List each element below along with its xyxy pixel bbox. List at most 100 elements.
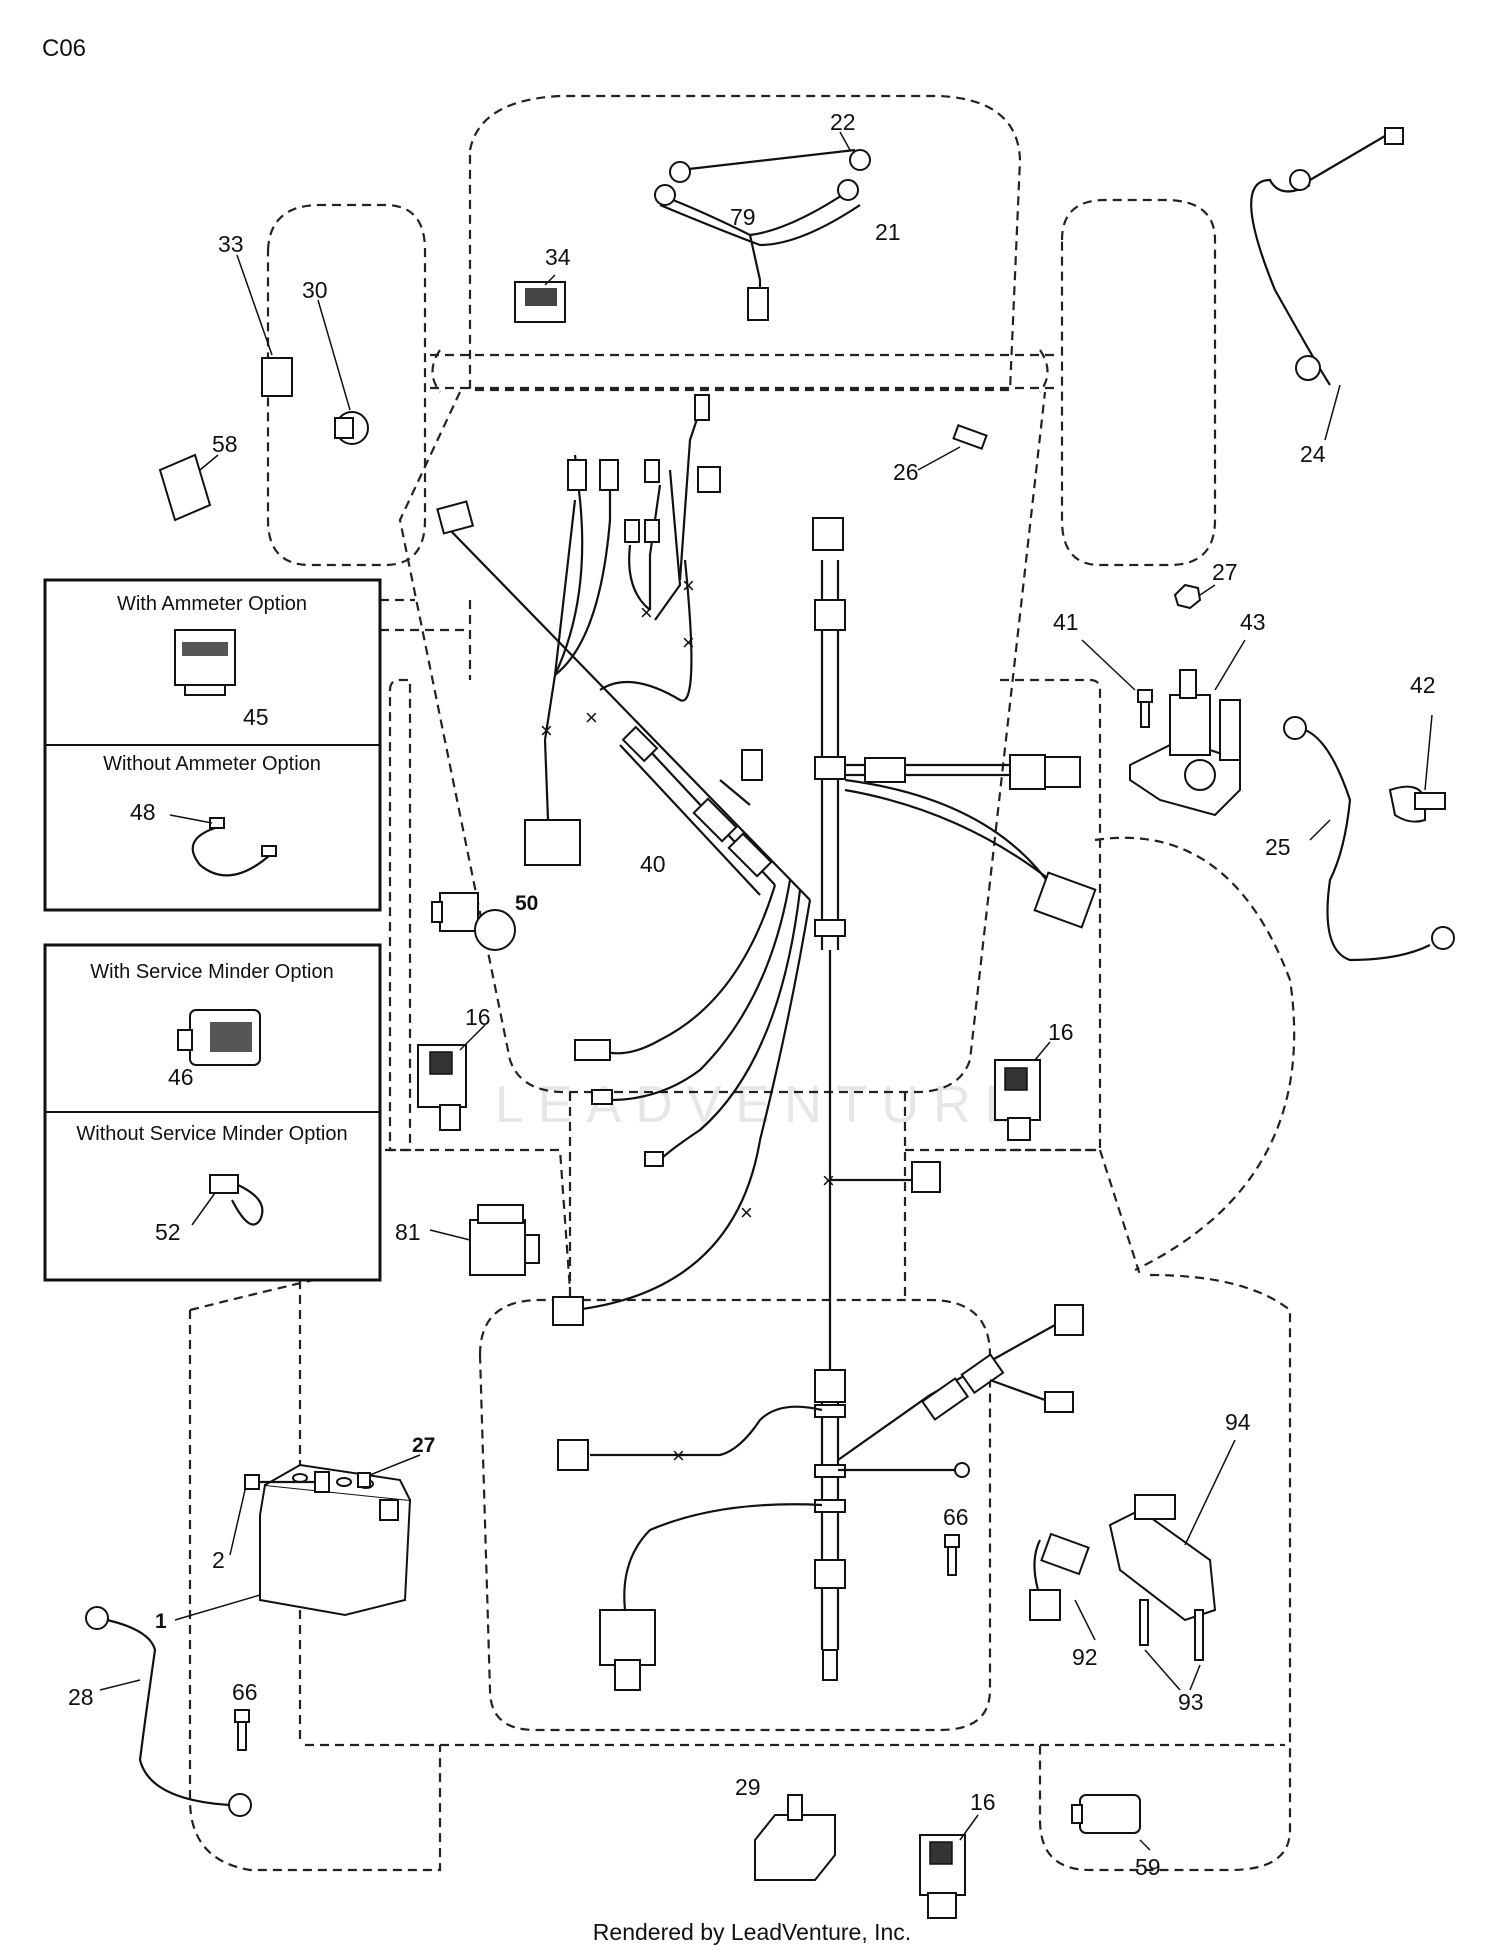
module-59-icon: [1071, 1794, 1151, 1851]
ammeter-icon: [174, 629, 236, 696]
screw-66b-icon: [944, 1534, 960, 1576]
mid-frame-lines: [385, 1148, 1100, 1291]
label-29: 29: [735, 1774, 761, 1800]
label-92: 92: [1072, 1644, 1098, 1670]
label-1: 1: [155, 1610, 167, 1633]
switch-16b-icon: [994, 1041, 1051, 1141]
splice-marks: × × × × × × × ×: [540, 573, 835, 1468]
center-body-outline: [398, 391, 1047, 1094]
lower-frame-lines: [298, 1130, 1142, 1745]
diagram-code: C06: [42, 35, 86, 62]
battery-cable-25-icon: [1283, 716, 1455, 962]
front-right-wheel-outline: [1060, 198, 1217, 567]
jumper-wire-icon: [169, 814, 277, 877]
screw-41-icon: [1081, 639, 1153, 728]
label-2: 2: [212, 1547, 225, 1573]
screws-93-icon: [1139, 1599, 1204, 1691]
switch-16c-icon: [919, 1814, 979, 1919]
switch-16a-icon: [417, 1024, 486, 1131]
headlight-assembly: [654, 131, 871, 321]
svg-text:×: ×: [682, 573, 695, 598]
label-27b: 27: [412, 1434, 435, 1457]
hood-outline: [468, 94, 1022, 392]
label-79: 79: [730, 204, 756, 230]
label-52: 52: [155, 1219, 181, 1245]
fuse-26-icon: [917, 424, 988, 471]
label-21: 21: [875, 219, 901, 245]
bolt-2-icon: [229, 1471, 330, 1556]
label-66a: 66: [232, 1679, 258, 1705]
svg-text:×: ×: [640, 600, 653, 625]
label-27a: 27: [1212, 559, 1238, 585]
service-jumper-icon: [191, 1174, 264, 1226]
label-16b: 16: [1048, 1019, 1074, 1045]
cover-58-icon: [158, 453, 219, 522]
label-46: 46: [168, 1064, 194, 1090]
axle-band-ends: [431, 349, 1049, 393]
without-service-minder-title: Without Service Minder Option: [76, 1123, 347, 1145]
module-94-icon: [1108, 1439, 1236, 1622]
label-81: 81: [395, 1219, 421, 1245]
right-side-panel: [1000, 678, 1102, 1152]
watermark: LEADVENTURE: [495, 1076, 1033, 1134]
label-50: 50: [515, 892, 538, 915]
nut-27-icon: [1173, 583, 1216, 610]
label-16c: 16: [970, 1789, 996, 1815]
label-58: 58: [212, 431, 238, 457]
relay-81-icon: [429, 1204, 540, 1276]
switch-29-icon: [754, 1794, 836, 1881]
screw-66a-icon: [234, 1709, 250, 1751]
label-28: 28: [68, 1684, 94, 1710]
label-94: 94: [1225, 1409, 1251, 1435]
svg-text:×: ×: [585, 705, 598, 730]
right-fender-curve: [1094, 836, 1296, 1271]
front-left-wheel-outline: [266, 203, 427, 567]
rear-center-outline: [478, 1298, 992, 1732]
left-connector-dashes: [380, 598, 472, 680]
svg-text:×: ×: [682, 630, 695, 655]
footer-credit: Rendered by LeadVenture, Inc.: [593, 1919, 911, 1945]
label-66b: 66: [943, 1504, 969, 1530]
label-24: 24: [1300, 441, 1326, 467]
battery-icon: [174, 1463, 412, 1621]
rear-left-wheel-outline: [188, 1273, 442, 1872]
label-41: 41: [1053, 609, 1079, 635]
label-16a: 16: [465, 1004, 491, 1030]
watermark-text: LEADVENTURE: [495, 1076, 1033, 1134]
label-59: 59: [1135, 1854, 1161, 1880]
with-ammeter-title: With Ammeter Option: [117, 593, 307, 615]
svg-text:×: ×: [740, 1200, 753, 1225]
mid-frame-verticals: [568, 1092, 907, 1300]
label-48: 48: [130, 799, 156, 825]
rear-right-wheel-outline: [1038, 1273, 1292, 1872]
ignition-switch-30-icon: [317, 299, 369, 445]
service-minder-option-box: With Service Minder Option Without Servi…: [43, 943, 382, 1282]
cable-28-icon: [85, 1606, 252, 1817]
label-40: 40: [640, 851, 666, 877]
with-service-minder-title: With Service Minder Option: [90, 961, 333, 983]
front-axle-band: [430, 353, 1055, 390]
label-26: 26: [893, 459, 919, 485]
label-30: 30: [302, 277, 328, 303]
relay-50-icon: [431, 892, 516, 951]
callout-labels: 22 79 21 34 33 30 58 26 24 27 41 43 42 2…: [68, 109, 1436, 1880]
hour-meter-33-icon: [236, 254, 293, 397]
svg-text:×: ×: [540, 718, 553, 743]
ammeter-option-box: With Ammeter Option Without Ammeter Opti…: [43, 578, 382, 912]
solenoid-43-icon: [1129, 639, 1246, 817]
svg-text:×: ×: [822, 1168, 835, 1193]
battery-cable-24-icon: [1250, 127, 1404, 441]
label-34: 34: [545, 244, 571, 270]
label-25: 25: [1265, 834, 1291, 860]
label-45: 45: [243, 704, 269, 730]
service-minder-icon: [177, 1009, 261, 1066]
label-22: 22: [830, 109, 856, 135]
label-42: 42: [1410, 672, 1436, 698]
left-side-panel: [388, 678, 412, 1152]
label-93: 93: [1178, 1689, 1204, 1715]
main-harness: × × × × × × × ×: [436, 394, 1097, 1691]
connector-92-icon: [1029, 1532, 1096, 1641]
boot-42-icon: [1388, 714, 1446, 823]
without-ammeter-title: Without Ammeter Option: [103, 753, 321, 775]
